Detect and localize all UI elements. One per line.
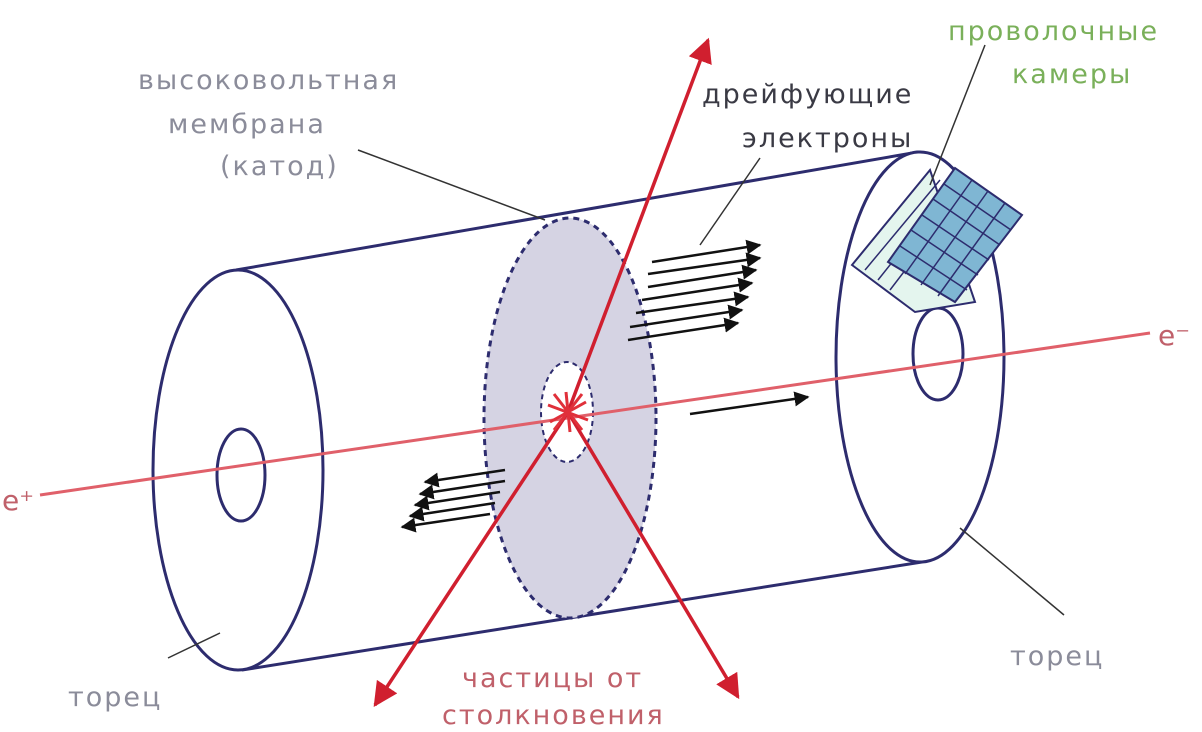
collision-burst bbox=[547, 391, 589, 433]
particle-tracks bbox=[373, 37, 740, 708]
wire-chambers bbox=[850, 166, 1024, 314]
particles-label-line2: столкновения bbox=[442, 700, 665, 731]
membrane-label-line2: мембрана bbox=[168, 109, 326, 140]
right-beam-hole bbox=[911, 306, 965, 402]
drift-label-line2: электроны bbox=[742, 123, 913, 154]
endcap-left-label: торец bbox=[68, 682, 162, 713]
leader-lines bbox=[167, 44, 1065, 659]
particles-label-line1: частицы от bbox=[462, 663, 643, 694]
left-beam-hole bbox=[215, 427, 267, 523]
electron-label: e⁻ bbox=[1158, 319, 1190, 352]
positron-label: e⁺ bbox=[2, 484, 34, 517]
endcap-right-label: торец bbox=[1010, 641, 1104, 672]
chamber-wire bbox=[864, 179, 941, 271]
beam-line bbox=[39, 331, 1151, 497]
drift-arrows-right bbox=[627, 239, 762, 342]
wire-chambers-label-line2: камеры bbox=[1012, 59, 1132, 90]
drift-arrows-left bbox=[400, 468, 506, 533]
membrane-label-line1: высоковольтная bbox=[138, 65, 399, 96]
drift-arrow-center bbox=[689, 391, 810, 416]
drift-label-line1: дрейфующие bbox=[702, 79, 913, 110]
wire-chambers-label-line1: проволочные bbox=[948, 16, 1159, 47]
membrane-label-line3: (катод) bbox=[220, 151, 339, 182]
chamber-pad-array bbox=[886, 166, 1024, 304]
cylinder-top-edge bbox=[235, 150, 919, 272]
